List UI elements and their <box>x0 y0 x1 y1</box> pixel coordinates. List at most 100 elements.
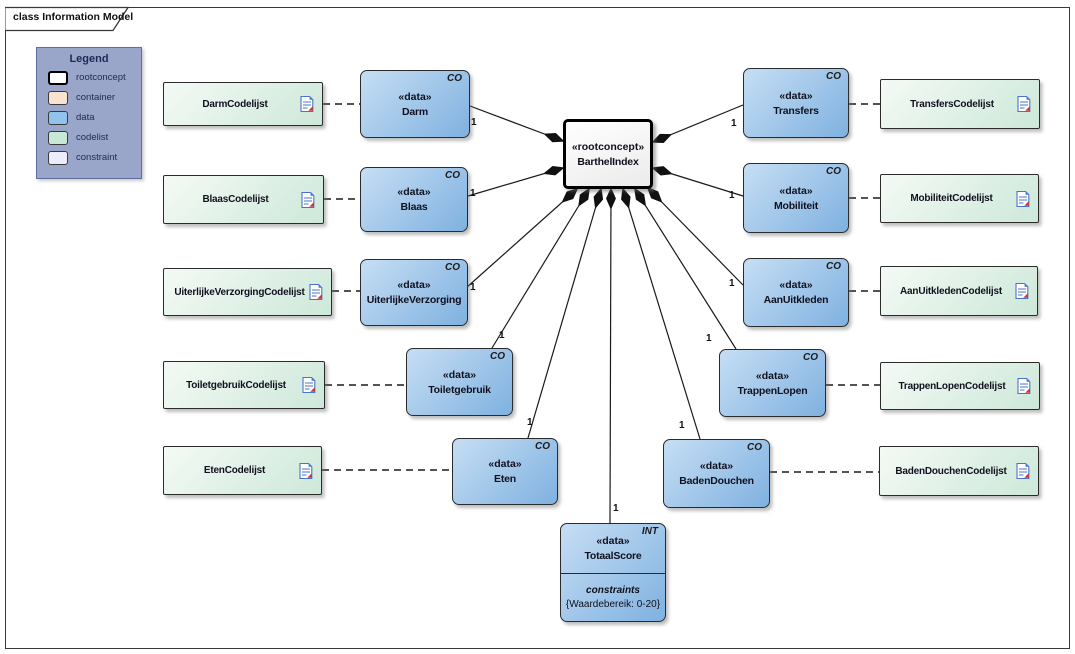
type-tag: INT <box>641 526 658 537</box>
codelist-node-darm[interactable]: DarmCodelijst <box>163 82 323 126</box>
composition-connector-uiterlijkeverzorging[interactable] <box>465 189 577 289</box>
codelist-name: TransfersCodelijst <box>910 98 994 110</box>
data-node-transfers[interactable]: CO «data» Transfers <box>743 68 849 138</box>
document-icon <box>299 462 313 479</box>
composition-connector-badendouchen[interactable] <box>623 189 701 440</box>
node-name: Toiletgebruik <box>428 383 491 396</box>
composition-connector-blaas[interactable] <box>467 168 563 197</box>
multiplicity-label: 1 <box>729 278 735 289</box>
codelist-node-blaas[interactable]: BlaasCodelijst <box>163 175 324 224</box>
constraint-value: {Waardebereik: 0-20} <box>565 599 661 610</box>
type-tag: CO <box>445 262 460 273</box>
legend-label: constraint <box>76 152 118 163</box>
type-tag: CO <box>535 441 550 452</box>
data-node-toiletgebruik[interactable]: CO «data» Toiletgebruik <box>406 348 513 416</box>
document-icon <box>300 96 314 113</box>
stereotype: «data» <box>596 535 630 547</box>
data-node-darm[interactable]: CO «data» Darm <box>360 70 470 138</box>
composition-connector-trappenlopen[interactable] <box>635 189 737 350</box>
constraint-swatch <box>48 150 68 165</box>
document-icon <box>301 191 315 208</box>
codelist-node-uiterlijkeverzorging[interactable]: UiterlijkeVerzorgingCodelijst <box>163 268 332 316</box>
codelist-node-trappenlopen[interactable]: TrappenLopenCodelijst <box>880 362 1040 410</box>
node-name: TrappenLopen <box>737 384 808 397</box>
type-tag: CO <box>490 351 505 362</box>
multiplicity-label: 1 <box>470 282 476 293</box>
node-name: Blaas <box>400 201 428 213</box>
data-node-uiterlijkeverzorging[interactable]: CO «data» UiterlijkeVerzorging <box>360 259 468 326</box>
composition-connector-eten[interactable] <box>527 189 601 439</box>
data-node-badendouchen[interactable]: CO «data» BadenDouchen <box>663 439 770 508</box>
stereotype: «data» <box>779 279 813 291</box>
data-node-mobiliteit[interactable]: CO «data» Mobiliteit <box>743 163 849 233</box>
codelist-node-aanuitkleden[interactable]: AanUitkledenCodelijst <box>880 266 1038 316</box>
totaalscore-constraints: constraints {Waardebereik: 0-20} <box>561 574 665 621</box>
legend-item-container: container <box>48 90 141 105</box>
composition-connector-toiletgebruik[interactable] <box>491 189 589 349</box>
node-name: BadenDouchen <box>679 475 754 487</box>
stereotype: «data» <box>397 186 431 198</box>
data-swatch <box>48 110 68 125</box>
document-icon <box>1017 96 1031 113</box>
document-icon <box>1016 190 1030 207</box>
rootconcept-node-barthelindex[interactable]: «rootconcept» BarthelIndex <box>563 119 653 189</box>
legend: Legend rootconcept container data codeli… <box>36 47 142 179</box>
stereotype: «data» <box>779 184 813 197</box>
data-node-trappenlopen[interactable]: CO «data» TrappenLopen <box>719 349 826 417</box>
legend-item-constraint: constraint <box>48 150 141 165</box>
type-tag: CO <box>826 261 841 272</box>
data-node-blaas[interactable]: CO «data» Blaas <box>360 167 468 232</box>
document-icon <box>302 377 316 394</box>
type-tag: CO <box>445 170 460 181</box>
codelist-name: BlaasCodelijst <box>202 194 269 205</box>
document-icon <box>1015 283 1029 300</box>
multiplicity-label: 1 <box>527 417 533 428</box>
multiplicity-label: 1 <box>706 333 712 344</box>
type-tag: CO <box>826 71 841 82</box>
node-name: Transfers <box>773 104 819 117</box>
stereotype: «data» <box>398 90 432 103</box>
composition-connector-transfers[interactable] <box>653 104 744 142</box>
data-node-aanuitkleden[interactable]: CO «data» AanUitkleden <box>743 258 849 327</box>
multiplicity-label: 1 <box>499 330 505 341</box>
data-node-totaalscore[interactable]: INT «data» TotaalScore constraints {Waar… <box>560 523 666 622</box>
stereotype: «rootconcept» <box>571 140 645 153</box>
composition-connector-darm[interactable] <box>469 105 563 141</box>
document-icon <box>309 284 323 301</box>
multiplicity-label: 1 <box>679 420 685 431</box>
codelist-node-toiletgebruik[interactable]: ToiletgebruikCodelijst <box>163 361 325 409</box>
stereotype: «data» <box>755 369 790 382</box>
document-icon <box>1017 378 1031 395</box>
legend-title: Legend <box>69 53 109 65</box>
node-name: TotaalScore <box>584 550 642 562</box>
diagram-frame <box>5 7 1070 649</box>
codelist-name: MobiliteitCodelijst <box>910 193 993 204</box>
stereotype: «data» <box>779 89 813 102</box>
codelist-name: ToiletgebruikCodelijst <box>186 379 286 391</box>
composition-connector-mobiliteit[interactable] <box>653 168 744 197</box>
codelist-swatch <box>48 130 68 145</box>
node-name: Eten <box>494 473 516 485</box>
document-icon <box>1016 463 1030 480</box>
codelist-name: BadenDouchenCodelijst <box>895 465 1007 477</box>
codelist-name: EtenCodelijst <box>203 465 266 476</box>
composition-connector-totaalscore[interactable] <box>610 189 611 524</box>
data-node-eten[interactable]: CO «data» Eten <box>452 438 558 505</box>
multiplicity-label: 1 <box>471 117 477 128</box>
codelist-node-badendouchen[interactable]: BadenDouchenCodelijst <box>879 446 1039 496</box>
legend-label: codelist <box>76 132 109 143</box>
constraints-label: constraints <box>586 585 640 596</box>
codelist-node-mobiliteit[interactable]: MobiliteitCodelijst <box>880 174 1039 223</box>
codelist-name: AanUitkledenCodelijst <box>900 285 1002 297</box>
codelist-node-transfers[interactable]: TransfersCodelijst <box>880 79 1040 129</box>
node-name: BarthelIndex <box>577 155 639 168</box>
legend-item-codelist: codelist <box>48 130 141 145</box>
legend-item-rootconcept: rootconcept <box>48 70 141 85</box>
codelist-node-eten[interactable]: EtenCodelijst <box>163 446 322 495</box>
legend-item-data: data <box>48 110 141 125</box>
multiplicity-label: 1 <box>613 503 619 514</box>
totaalscore-header: «data» TotaalScore <box>561 524 665 574</box>
composition-connector-aanuitkleden[interactable] <box>648 188 744 286</box>
